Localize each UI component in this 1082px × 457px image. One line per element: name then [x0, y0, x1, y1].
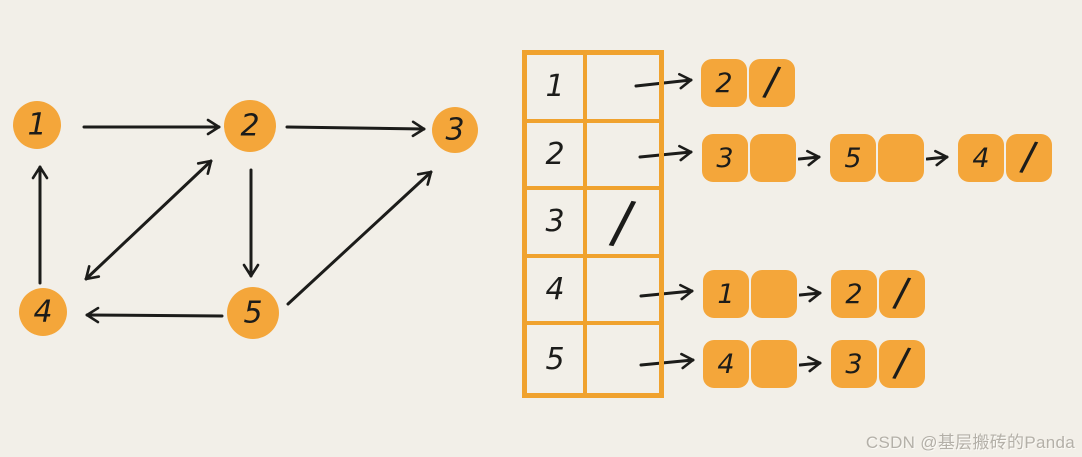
list-node-next — [878, 134, 924, 182]
list-node: 2 / — [831, 269, 925, 318]
table-cell-vertex-5: 5 — [527, 325, 587, 393]
null-slash-icon: / — [1018, 133, 1040, 181]
list-node: 3 — [702, 134, 796, 182]
list-node-value: 4 — [703, 340, 749, 388]
null-slash-icon: / — [607, 186, 639, 258]
watermark: CSDN @基层搬砖的Panda — [865, 433, 1075, 452]
node-circle — [224, 100, 276, 152]
list-node-next — [750, 134, 796, 182]
graph-node-3: 3 — [432, 107, 478, 153]
vertex-label: 2 — [545, 136, 565, 172]
adjacency-list-vertex-2: 3 5 4 / — [702, 133, 1052, 182]
list-node-value: 2 — [701, 59, 747, 107]
graph-node-1: 1 — [13, 101, 61, 149]
node-label: 1 — [27, 108, 46, 143]
null-slash-icon: / — [891, 339, 913, 387]
next-arrow-icon — [798, 149, 821, 167]
node-circle — [19, 288, 67, 336]
list-node: 5 — [830, 134, 924, 182]
list-node: 3 / — [831, 339, 925, 388]
table-cell-vertex-2: 2 — [527, 122, 587, 191]
node-circle — [227, 287, 279, 339]
table-cell-vertex-1: 1 — [527, 55, 587, 123]
node-label: 2 — [240, 109, 259, 144]
edge-2-and-4-bidirectional — [84, 159, 213, 281]
edge-5-to-4 — [85, 306, 224, 324]
next-arrow-icon — [799, 285, 822, 303]
list-node: 2 / — [701, 58, 795, 107]
table-cell-vertex-3: 3 — [527, 190, 587, 258]
list-node-value: 4 — [958, 134, 1004, 182]
table-cell-pointer-3: / — [587, 186, 659, 258]
adjacency-list-vertex-4: 1 2 / — [703, 269, 925, 318]
list-node-value: 5 — [830, 134, 876, 182]
list-node-value: 2 — [831, 270, 877, 318]
list-node-next: / — [879, 339, 925, 388]
node-label: 3 — [445, 113, 464, 148]
edge-5-to-3 — [286, 170, 433, 306]
table-cell-pointer-4 — [587, 258, 659, 326]
null-slash-icon: / — [891, 269, 913, 317]
table-cell-vertex-4: 4 — [527, 257, 587, 326]
list-node: 4 / — [958, 133, 1052, 182]
node-circle — [432, 107, 478, 153]
null-slash-icon: / — [761, 58, 783, 106]
graph-node-2: 2 — [224, 100, 276, 152]
table-cell-pointer-5 — [587, 325, 659, 393]
list-node-next: / — [1006, 133, 1052, 182]
next-arrow-icon — [799, 355, 822, 373]
node-label: 5 — [243, 296, 262, 331]
table-cell-pointer-2 — [587, 123, 659, 191]
list-node-next — [751, 270, 797, 318]
adjacency-table: 1 2 3 / 4 5 — [522, 50, 664, 398]
node-label: 4 — [33, 295, 52, 330]
adjacency-list-vertex-1: 2 / — [701, 58, 795, 107]
vertex-label: 1 — [545, 69, 565, 105]
list-node: 1 — [703, 270, 797, 318]
graph-node-4: 4 — [19, 288, 67, 336]
vertex-label: 3 — [545, 204, 565, 240]
list-node-value: 1 — [703, 270, 749, 318]
list-node-value: 3 — [831, 340, 877, 388]
vertex-label: 5 — [545, 341, 565, 377]
list-node-value: 3 — [702, 134, 748, 182]
list-node: 4 — [703, 340, 797, 388]
next-arrow-icon — [926, 149, 949, 167]
list-node-next: / — [879, 269, 925, 318]
edge-2-to-3 — [285, 120, 426, 138]
graph-node-5: 5 — [227, 287, 279, 339]
vertex-label: 4 — [545, 272, 565, 308]
adjacency-list-vertex-5: 4 3 / — [703, 339, 925, 388]
table-cell-pointer-1 — [587, 55, 659, 123]
list-node-next — [751, 340, 797, 388]
list-node-next: / — [749, 58, 795, 107]
node-circle — [13, 101, 61, 149]
